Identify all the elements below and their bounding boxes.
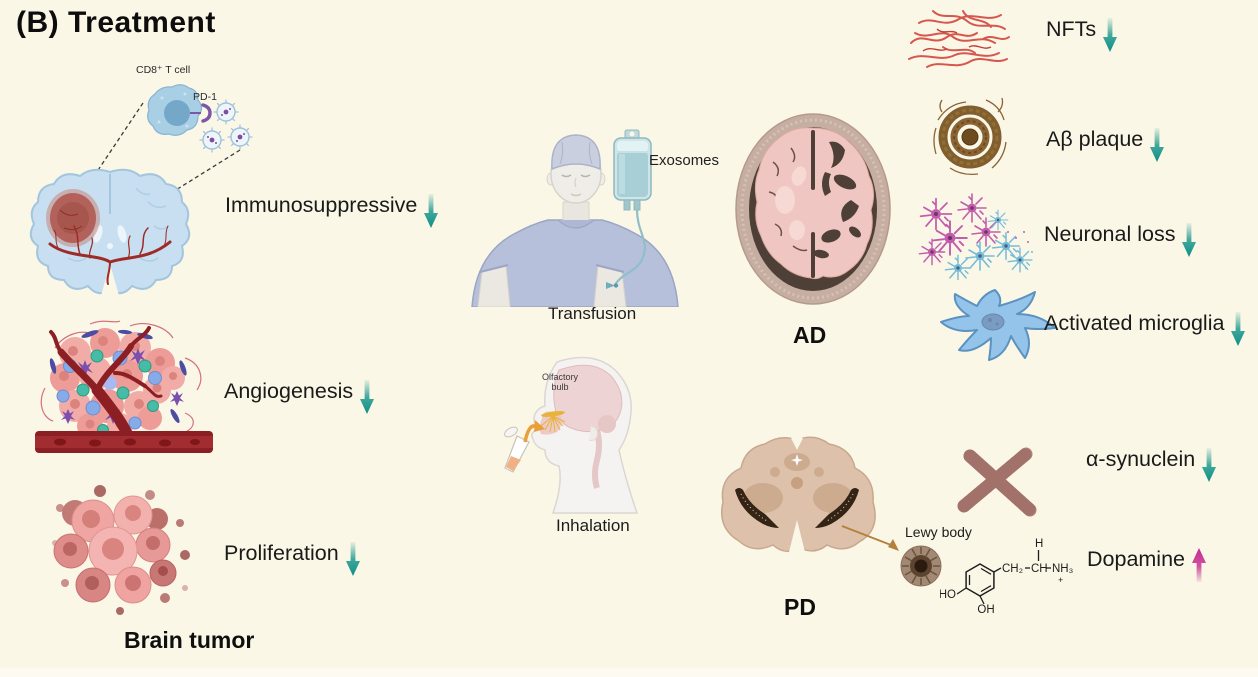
- olfactory-bulb-label: Olfactory bulb: [541, 372, 578, 393]
- effect-neuronal-loss: Neuronal loss: [1044, 222, 1197, 257]
- pd-caption: PD: [784, 594, 816, 620]
- panel-title: (B) Treatment: [16, 6, 216, 39]
- chem-ch: CH: [1031, 563, 1048, 575]
- effect-label: NFTs: [1046, 17, 1097, 41]
- effect-label: Activated microglia: [1044, 311, 1225, 335]
- inhalation-caption: Inhalation: [556, 516, 630, 535]
- pd-midbrain-illustration: [721, 436, 876, 568]
- effect-label: Angiogenesis: [224, 379, 354, 403]
- activated-microglia-illustration: [940, 289, 1056, 361]
- brain-tumor-illustration: [29, 168, 191, 306]
- abeta-plaque-illustration: [933, 97, 1007, 176]
- effect-activated-microglia: Activated microglia: [1044, 311, 1246, 346]
- decrease-arrow-icon: [345, 542, 360, 576]
- chem-ch2: CH₂: [1002, 563, 1023, 575]
- increase-arrow-icon: [1192, 548, 1206, 582]
- effect-label: Dopamine: [1087, 547, 1185, 571]
- chem-h: H: [1035, 538, 1043, 550]
- ad-caption: AD: [793, 322, 827, 348]
- decrease-arrow-icon: [1103, 18, 1118, 52]
- proliferation-illustration: [52, 485, 190, 615]
- effect-dopamine: Dopamine: [1087, 547, 1206, 582]
- decrease-arrow-icon: [424, 194, 439, 228]
- lewy-body-label: Lewy body: [905, 524, 972, 540]
- cd8-tcell-exosomes-illustration: [147, 84, 253, 153]
- transfusion-illustration: [471, 129, 679, 307]
- decrease-arrow-icon: [1150, 128, 1165, 162]
- chem-oh: OH: [977, 604, 994, 616]
- effect-abeta-plaque: Aβ plaque: [1046, 127, 1165, 162]
- decrease-arrow-icon: [360, 380, 375, 414]
- pd1-label: PD-1: [193, 91, 217, 103]
- effect-label: Immunosuppressive: [225, 193, 418, 217]
- lewy-body-pointer-arrow: [841, 525, 899, 551]
- lewy-body-illustration: [900, 545, 942, 587]
- effect-immunosuppressive: Immunosuppressive: [225, 193, 439, 228]
- decrease-arrow-icon: [1231, 312, 1246, 346]
- dopamine-structure-illustration: HO OH CH₂ CH NH₃ + H: [940, 538, 1074, 616]
- effect-label: Aβ plaque: [1046, 127, 1144, 151]
- ad-brain-illustration: [735, 113, 891, 305]
- cd8-tcell-label: CD8⁺ T cell: [136, 64, 191, 76]
- bottom-edge-band: [0, 668, 1258, 677]
- iv-bag-label: Exosomes: [649, 152, 720, 169]
- chem-nh3: NH₃: [1052, 563, 1074, 575]
- nfts-illustration: [908, 10, 1010, 68]
- effect-proliferation: Proliferation: [224, 541, 360, 576]
- alpha-synuclein-illustration: [957, 447, 1037, 517]
- neuronal-loss-illustration: [918, 193, 1033, 280]
- effect-nfts: NFTs: [1046, 17, 1118, 52]
- effect-label: Proliferation: [224, 541, 339, 565]
- transfusion-caption: Transfusion: [548, 304, 637, 323]
- chem-ho: HO: [940, 589, 956, 601]
- decrease-arrow-icon: [1202, 448, 1217, 482]
- brain-tumor-caption: Brain tumor: [124, 627, 255, 653]
- inhalation-illustration: [504, 356, 639, 514]
- exosome-particle: [199, 99, 253, 153]
- effect-angiogenesis: Angiogenesis: [224, 379, 375, 414]
- effect-label: α-synuclein: [1086, 447, 1196, 471]
- decrease-arrow-icon: [1182, 223, 1197, 257]
- chem-charge: +: [1058, 575, 1063, 585]
- iv-bag: [606, 129, 652, 289]
- angiogenesis-illustration: [35, 320, 213, 453]
- effect-alpha-synuclein: α-synuclein: [1086, 447, 1217, 482]
- effect-label: Neuronal loss: [1044, 222, 1176, 246]
